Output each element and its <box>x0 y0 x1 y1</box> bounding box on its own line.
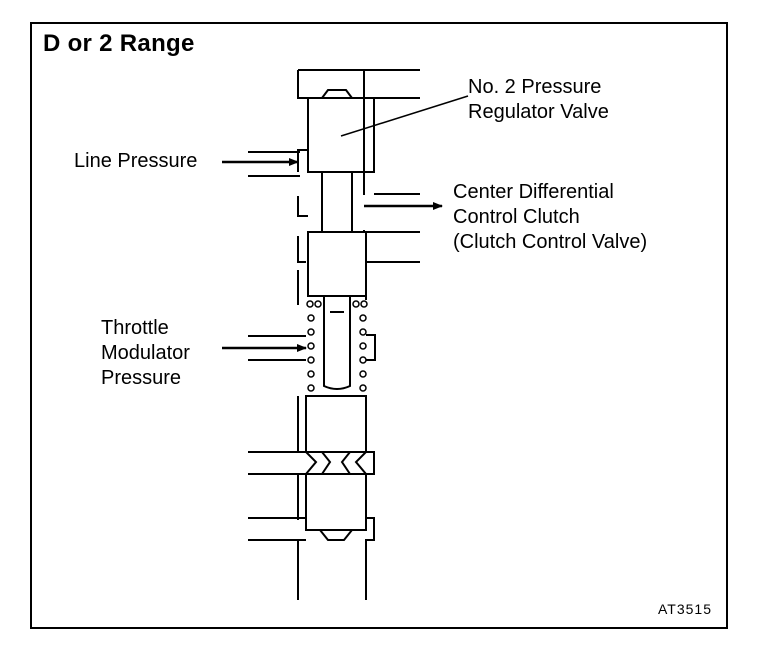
valve-ports <box>248 151 420 541</box>
figure-code: AT3515 <box>658 601 712 617</box>
label-line: Pressure <box>101 367 182 389</box>
label-line: Center Differential <box>453 181 614 203</box>
label-center-differential: Center Differential Control Clutch (Clut… <box>453 180 647 255</box>
leader-line-regulator <box>340 95 469 137</box>
throttle-modulator-spool <box>303 395 375 541</box>
label-line: Modulator <box>101 342 190 364</box>
plunger <box>323 295 351 390</box>
leader-arrows <box>222 158 443 352</box>
regulator-valve-spool <box>307 89 367 297</box>
diagram-title: D or 2 Range <box>43 30 195 57</box>
spring-coils <box>306 300 368 392</box>
label-line: No. 2 Pressure <box>468 76 602 98</box>
label-line-pressure: Line Pressure <box>74 150 198 172</box>
diagram-frame <box>30 22 728 629</box>
label-no2-pressure-regulator-valve: No. 2 Pressure Regulator Valve <box>468 75 609 125</box>
label-throttle-modulator-pressure: Throttle Modulator Pressure <box>101 316 190 391</box>
label-line: Control Clutch <box>453 206 580 228</box>
label-line: (Clutch Control Valve) <box>453 231 648 253</box>
label-line: Throttle <box>101 317 169 339</box>
label-line: Regulator Valve <box>468 101 609 123</box>
